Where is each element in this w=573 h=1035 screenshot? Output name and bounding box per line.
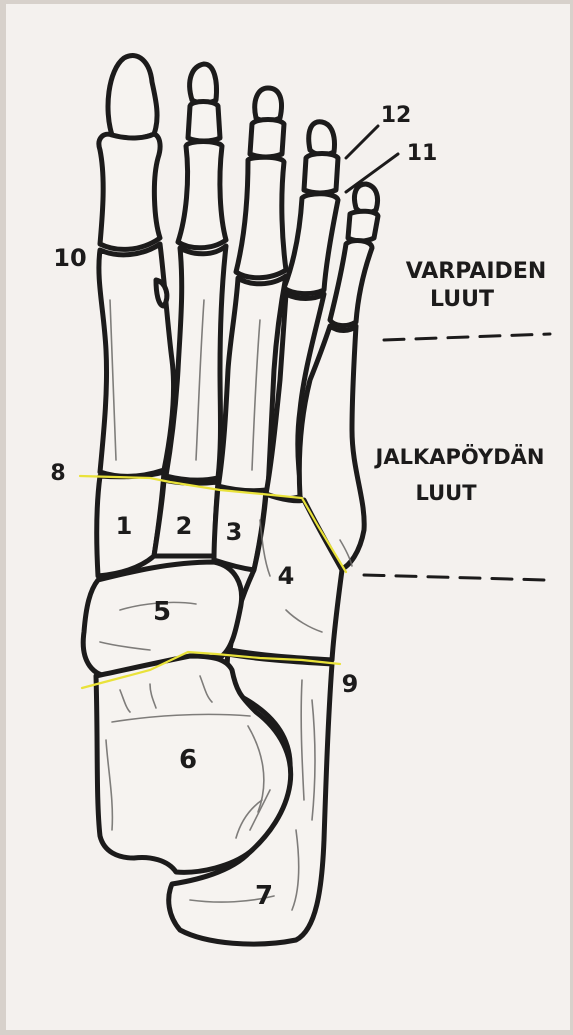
label-3: 3 [226, 518, 243, 546]
label-toes-line2: LUUT [430, 287, 494, 312]
toe2-middle-phalanx [188, 102, 220, 142]
toe5-middle-phalanx [348, 211, 378, 241]
label-12: 12 [381, 103, 412, 128]
toe4-middle-phalanx [304, 154, 338, 194]
toe2-proximal-phalanx [178, 142, 226, 248]
label-11: 11 [407, 141, 438, 166]
label-10: 10 [53, 244, 86, 272]
sesamoid [156, 280, 167, 306]
label-2: 2 [176, 512, 193, 540]
label-1: 1 [116, 512, 133, 540]
label-6: 6 [179, 745, 197, 775]
label-4: 4 [278, 562, 295, 590]
big-toe-distal-phalanx [108, 55, 157, 138]
label-9: 9 [342, 670, 359, 698]
metatarsal-1 [99, 244, 174, 476]
label-5: 5 [153, 597, 171, 627]
label-toes-line1: VARPAIDEN [406, 259, 547, 284]
big-toe-proximal-phalanx [99, 134, 160, 249]
label-metatarsal-line2: LUUT [415, 481, 477, 505]
toe3-distal-phalanx [255, 88, 282, 121]
label-7: 7 [255, 881, 273, 911]
toe2-distal-phalanx [190, 64, 217, 103]
toe4-distal-phalanx [309, 122, 335, 155]
toe5-distal-phalanx [354, 184, 377, 213]
label-metatarsal-line1: JALKAPÖYDÄN [374, 444, 545, 469]
label-8: 8 [50, 461, 65, 486]
toe3-middle-phalanx [250, 120, 284, 158]
